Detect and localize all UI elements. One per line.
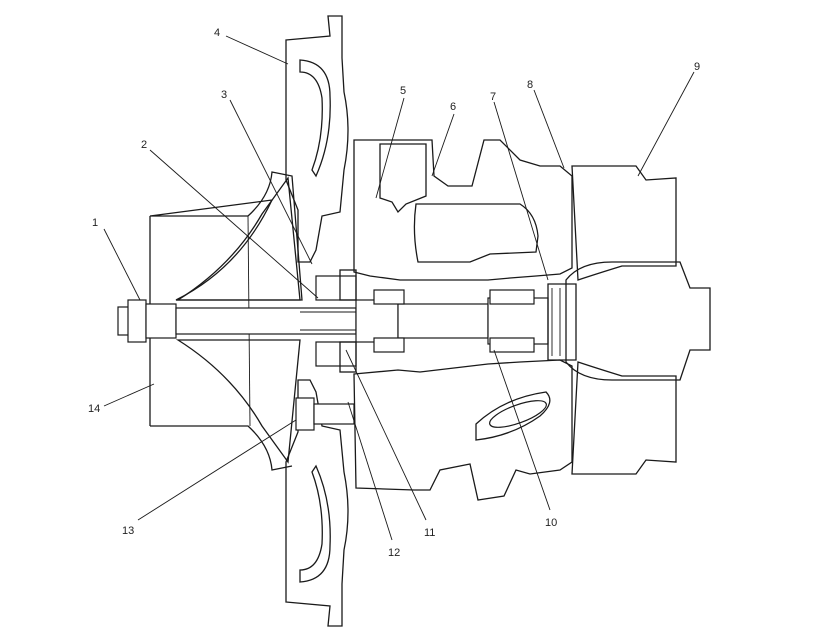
callout-4: 4 [214,27,220,39]
center-bearing-housing [353,139,573,501]
callout-1: 1 [92,217,98,229]
callout-2: 2 [141,139,147,151]
leader-11 [345,349,427,521]
callout-5: 5 [400,85,406,97]
leader-lines [103,35,695,541]
turbine-housing [547,165,711,475]
leader-8 [533,89,565,169]
callout-9: 9 [694,61,700,73]
compressor-housing [285,15,349,627]
seal-and-bearing-details [295,269,535,431]
leader-2 [149,149,319,299]
leader-6 [431,113,455,177]
callout-11: 11 [424,527,435,539]
leader-14 [103,383,155,407]
shaft-assembly [117,297,549,345]
bolt [313,403,355,425]
callout-12: 12 [388,547,400,559]
leader-9 [637,71,695,177]
leader-4 [225,35,289,65]
leader-13 [137,419,297,521]
callout-7: 7 [490,91,496,103]
shaft-collar [355,299,399,343]
leader-10 [493,349,551,511]
bolt-head [295,397,315,431]
callout-13: 13 [122,525,134,537]
callout-labels: 1 2 3 4 5 6 7 8 9 10 11 12 13 14 [88,27,700,559]
callout-6: 6 [450,101,456,113]
callout-3: 3 [221,89,227,101]
callout-14: 14 [88,403,100,415]
leader-12 [347,401,393,541]
callout-10: 10 [545,517,557,529]
leader-3 [229,99,313,265]
leader-1 [103,228,141,301]
callout-8: 8 [527,79,533,91]
lock-nut [127,299,147,343]
leader-7 [493,101,549,281]
leader-5 [375,97,405,199]
